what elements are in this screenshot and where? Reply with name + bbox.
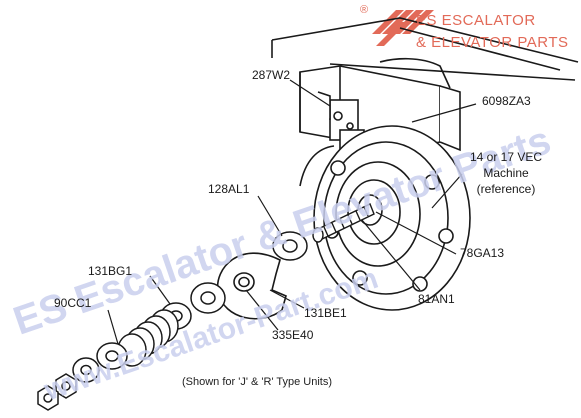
threaded-stud [312, 203, 375, 243]
label-287W2: 287W2 [252, 68, 291, 82]
label-131BE1: 131BE1 [304, 306, 347, 320]
leader-lines [107, 79, 477, 345]
label-335E40: 335E40 [272, 328, 314, 342]
label-machine-line-3: (reference) [476, 182, 536, 196]
logo-line-2: & ELEVATOR PARTS [416, 34, 569, 51]
washer-335E40 [190, 282, 226, 314]
label-machine-line-1: 14 or 17 VEC [469, 150, 543, 164]
label-131BG1: 131BG1 [88, 264, 133, 278]
logo-reg-mark: ® [360, 4, 369, 16]
cam-plate-131BE1 [216, 252, 287, 320]
label-6098ZA3: 6098ZA3 [482, 94, 531, 108]
nuts [37, 373, 77, 411]
diagram-caption: (Shown for 'J' & 'R' Type Units) [182, 376, 333, 388]
logo-line-1: ES ESCALATOR [416, 12, 536, 29]
washer-128AL1 [272, 231, 308, 261]
label-90CC1: 90CC1 [54, 296, 92, 310]
label-81AN1: 81AN1 [418, 292, 455, 306]
label-78GA13: 78GA13 [460, 246, 505, 260]
machine-frame [271, 17, 579, 89]
machine-drum [299, 125, 471, 311]
end-washers [72, 342, 128, 383]
label-machine-line-2: Machine [483, 166, 529, 180]
spring-90CC1 [117, 309, 179, 367]
label-128AL1: 128AL1 [208, 182, 250, 196]
